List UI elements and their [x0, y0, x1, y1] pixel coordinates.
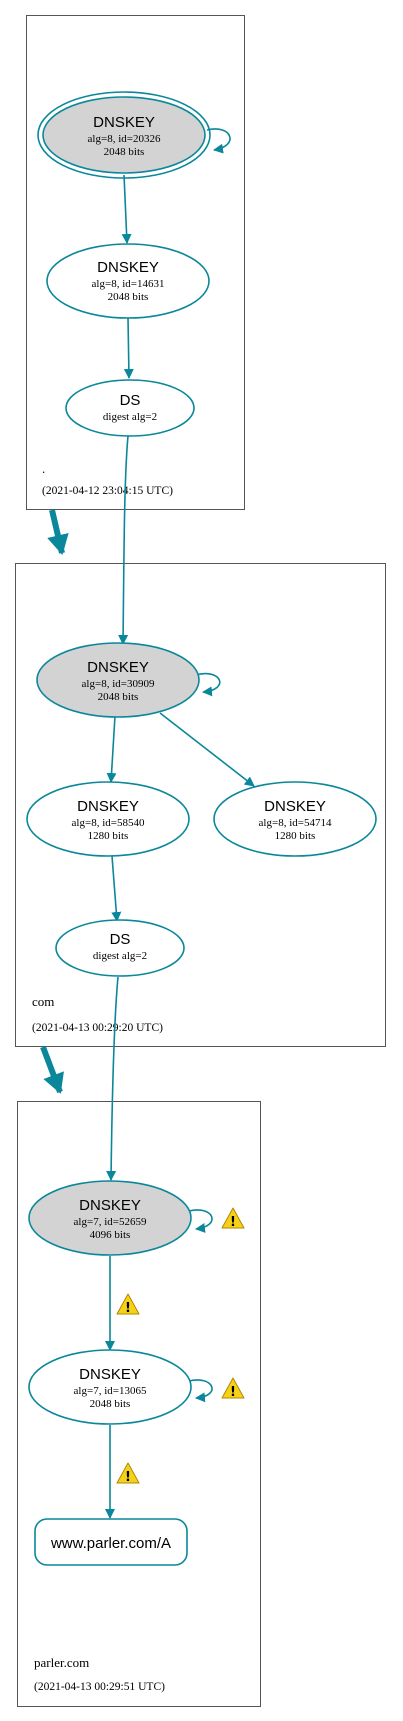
node-parler-rr[interactable]: www.parler.com/A: [34, 1518, 188, 1566]
edge-root-zsk-to-root-ds: [123, 317, 134, 379]
zone-com: com (2021-04-13 00:29:20 UTC): [15, 563, 386, 1047]
node-com-zsk1-title: DNSKEY: [77, 798, 139, 815]
warning-icon[interactable]: !: [116, 1462, 140, 1485]
node-com-ds-shape: [55, 919, 185, 977]
zone-parler-com-border: [17, 1101, 261, 1707]
node-com-ksk-bits: 2048 bits: [98, 691, 139, 703]
zone-parler-com-timestamp: (2021-04-13 00:29:51 UTC): [34, 1681, 165, 1693]
node-root-ds-shape: [65, 379, 195, 437]
node-root-zsk-alg: alg=8, id=14631: [92, 278, 165, 290]
node-parler-zsk-alg: alg=7, id=13065: [74, 1385, 147, 1397]
self-loop-parler-zsk: [188, 1379, 213, 1403]
node-parler-ksk-shape: [28, 1180, 192, 1256]
node-root-ksk-shape: [42, 96, 206, 174]
node-com-zsk2-title: DNSKEY: [264, 798, 326, 815]
edge-com-ksk-to-com-zsk1: [106, 715, 117, 783]
node-root-ksk-bits: 2048 bits: [104, 146, 145, 158]
zone-parler-com: parler.com (2021-04-13 00:29:51 UTC): [17, 1101, 261, 1707]
edge-com-ksk-to-com-zsk2: [159, 712, 255, 787]
node-com-zsk1-bits: 1280 bits: [88, 830, 129, 842]
node-parler-ksk[interactable]: DNSKEY alg=7, id=52659 4096 bits: [28, 1180, 192, 1256]
edge-com-zsk1-to-com-ds: [111, 855, 122, 922]
edge-root-ksk-to-root-zsk: [121, 174, 132, 244]
self-loop-com-ksk: [195, 672, 221, 697]
node-com-ksk-alg: alg=8, id=30909: [82, 678, 155, 690]
node-com-ds-title: DS: [110, 931, 131, 948]
svg-text:!: !: [230, 1215, 236, 1230]
node-parler-zsk-bits: 2048 bits: [90, 1398, 131, 1410]
delegation-arrow-root-to-com: [47, 509, 69, 555]
zone-root-label: .: [42, 461, 45, 476]
node-root-zsk-title: DNSKEY: [97, 259, 159, 276]
node-com-ksk-title: DNSKEY: [87, 659, 149, 676]
node-parler-zsk-title: DNSKEY: [79, 1366, 141, 1383]
zone-root: . (2021-04-12 23:04:15 UTC): [26, 15, 245, 510]
node-root-ds-title: DS: [120, 392, 141, 409]
zone-parler-com-label: parler.com: [34, 1655, 89, 1670]
node-parler-rr-shape: [34, 1518, 188, 1566]
node-root-ksk-outer-ring: [37, 91, 211, 179]
node-root-ds[interactable]: DS digest alg=2: [65, 379, 195, 437]
node-parler-ksk-title: DNSKEY: [79, 1197, 141, 1214]
node-root-ksk[interactable]: DNSKEY alg=8, id=20326 2048 bits: [37, 91, 211, 179]
zone-com-label: com: [32, 994, 54, 1009]
node-com-ksk[interactable]: DNSKEY alg=8, id=30909 2048 bits: [36, 642, 200, 718]
warning-icon[interactable]: !: [116, 1293, 140, 1316]
node-parler-ksk-bits: 4096 bits: [90, 1229, 131, 1241]
node-parler-zsk-shape: [28, 1349, 192, 1425]
node-root-ksk-title: DNSKEY: [93, 114, 155, 131]
self-loop-parler-ksk: [188, 1209, 213, 1233]
svg-text:!: !: [125, 1301, 131, 1316]
node-parler-ksk-alg: alg=7, id=52659: [74, 1216, 147, 1228]
edges: [105, 128, 255, 1519]
node-com-ksk-shape: [36, 642, 200, 718]
node-com-zsk2-shape: [213, 781, 377, 857]
node-com-zsk1[interactable]: DNSKEY alg=8, id=58540 1280 bits: [26, 781, 190, 857]
zone-com-timestamp: (2021-04-13 00:29:20 UTC): [32, 1022, 163, 1034]
node-root-ksk-alg: alg=8, id=20326: [88, 133, 161, 145]
node-com-zsk2-bits: 1280 bits: [275, 830, 316, 842]
node-parler-zsk[interactable]: DNSKEY alg=7, id=13065 2048 bits: [28, 1349, 192, 1425]
edge-root-ds-to-com-ksk: [118, 435, 129, 645]
edge-com-ds-to-parler-ksk: [106, 976, 119, 1181]
node-com-zsk2[interactable]: DNSKEY alg=8, id=54714 1280 bits: [213, 781, 377, 857]
node-parler-rr-label: www.parler.com/A: [50, 1535, 171, 1552]
node-root-ds-digest: digest alg=2: [103, 411, 157, 423]
svg-text:!: !: [125, 1470, 131, 1485]
warning-icon[interactable]: !: [221, 1207, 245, 1230]
warning-icon[interactable]: !: [221, 1377, 245, 1400]
node-root-zsk-shape: [46, 243, 210, 319]
node-root-zsk[interactable]: DNSKEY alg=8, id=14631 2048 bits: [46, 243, 210, 319]
zone-com-border: [15, 563, 386, 1047]
node-root-zsk-bits: 2048 bits: [108, 291, 149, 303]
node-com-ds[interactable]: DS digest alg=2: [55, 919, 185, 977]
node-com-ds-digest: digest alg=2: [93, 950, 147, 962]
svg-text:!: !: [230, 1385, 236, 1400]
node-com-zsk2-alg: alg=8, id=54714: [259, 817, 332, 829]
node-com-zsk1-shape: [26, 781, 190, 857]
zone-root-border: [26, 15, 245, 510]
delegation-arrow-com-to-parler: [40, 1045, 64, 1094]
self-loop-root-ksk: [206, 128, 231, 154]
zone-root-timestamp: (2021-04-12 23:04:15 UTC): [42, 485, 173, 497]
node-com-zsk1-alg: alg=8, id=58540: [72, 817, 145, 829]
